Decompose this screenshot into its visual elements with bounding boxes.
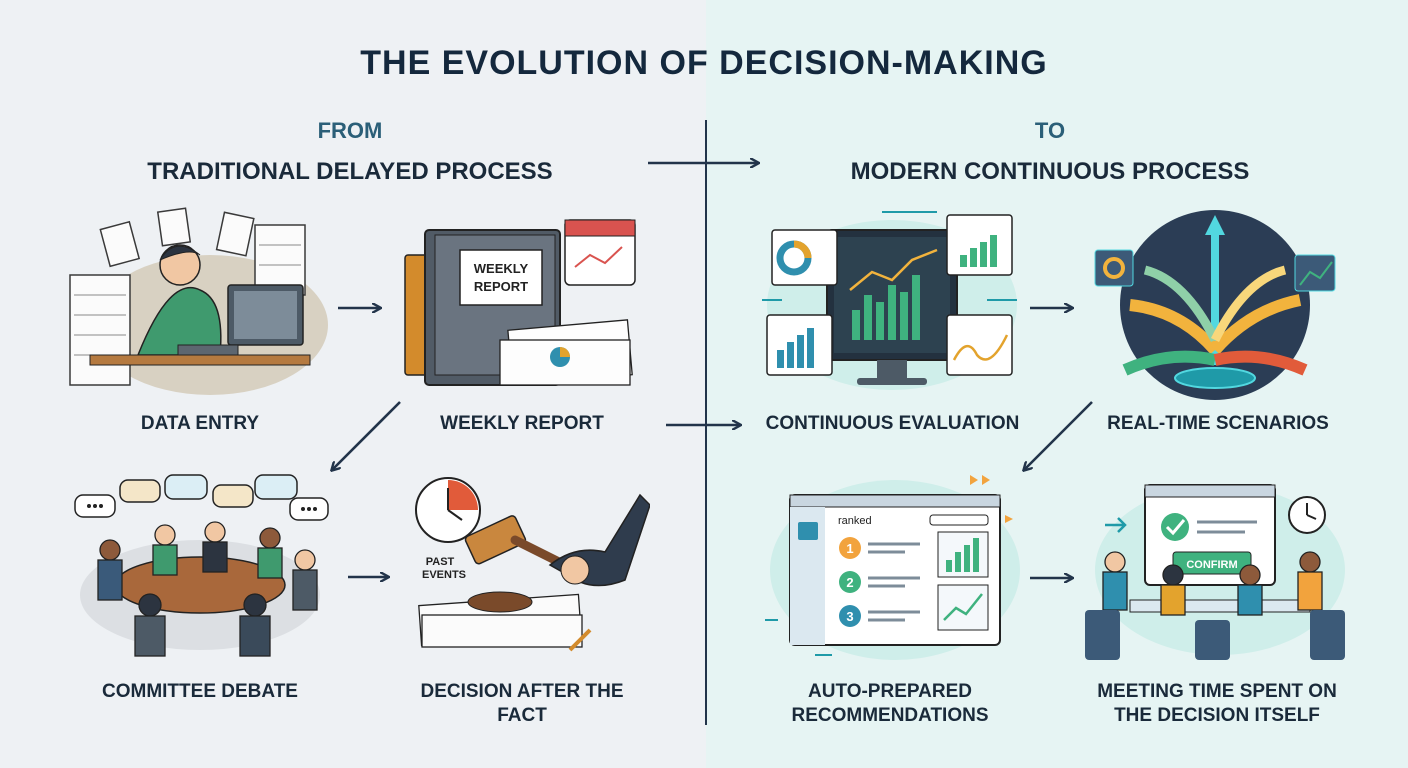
step-label-real-time-scenarios: REAL-TIME SCENARIOS xyxy=(1098,412,1338,436)
svg-text:EVENTS: EVENTS xyxy=(422,569,466,581)
data-entry-illustration xyxy=(60,205,330,400)
step-label-meeting-time: MEETING TIME SPENT ON THE DECISION ITSEL… xyxy=(1092,680,1342,728)
arrow-report-to-debate xyxy=(332,402,400,470)
committee-debate-illustration xyxy=(65,470,335,665)
step-label-data-entry: DATA ENTRY xyxy=(90,412,310,436)
binder-text: WEEKLY xyxy=(474,261,529,276)
weekly-report-illustration: WEEKLY REPORT xyxy=(400,205,650,400)
arrow-scenarios-to-recs xyxy=(1024,402,1092,470)
svg-text:3: 3 xyxy=(846,609,853,624)
step-label-decision-after-fact: DECISION AFTER THE FACT xyxy=(412,680,632,728)
meeting-confirm-illustration: CONFIRM xyxy=(1085,470,1345,665)
ranked-panel-text: ranked xyxy=(838,515,872,527)
gavel-illustration: PAST EVENTS xyxy=(400,470,650,665)
confirm-button-text: CONFIRM xyxy=(1186,559,1237,571)
svg-text:2: 2 xyxy=(846,575,853,590)
svg-text:REPORT: REPORT xyxy=(474,279,528,294)
step-label-continuous-evaluation: CONTINUOUS EVALUATION xyxy=(760,412,1025,436)
scenario-arrows-illustration xyxy=(1090,200,1340,400)
step-label-committee-debate: COMMITTEE DEBATE xyxy=(90,680,310,704)
step-label-auto-prepared-recommendations: AUTO-PREPARED RECOMMENDATIONS xyxy=(770,680,1010,728)
step-label-weekly-report: WEEKLY REPORT xyxy=(412,412,632,436)
dashboard-monitor-illustration xyxy=(762,200,1022,400)
ranked-recommendations-illustration: ranked 1 2 3 xyxy=(760,470,1020,665)
past-events-note: PAST xyxy=(426,556,455,568)
svg-text:1: 1 xyxy=(846,541,853,556)
